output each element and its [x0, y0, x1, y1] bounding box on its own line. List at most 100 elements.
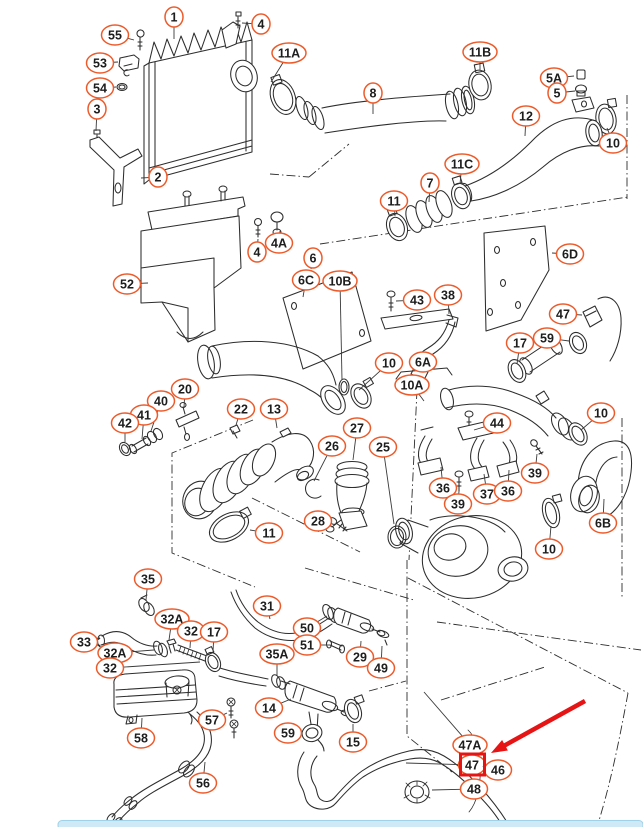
- callout-bubble[interactable]: [547, 82, 567, 104]
- callout-40[interactable]: 40: [146, 390, 176, 432]
- callout-35A[interactable]: 35A: [259, 643, 295, 675]
- highlight-box-47[interactable]: [459, 752, 486, 777]
- callout-bubble[interactable]: [164, 6, 184, 28]
- callout-bubble[interactable]: [85, 77, 115, 99]
- callout-11C[interactable]: 11C: [444, 153, 480, 185]
- callout-bubble[interactable]: [408, 351, 438, 373]
- callout-1[interactable]: 1: [164, 6, 184, 39]
- callout-59[interactable]: 59: [273, 722, 303, 744]
- callout-bubble[interactable]: [110, 412, 140, 434]
- callout-bubble[interactable]: [342, 417, 372, 439]
- callout-31[interactable]: 31: [252, 595, 282, 620]
- callout-27[interactable]: 27: [342, 417, 372, 461]
- callout-15[interactable]: 15: [338, 724, 368, 753]
- callout-bubble[interactable]: [146, 390, 176, 412]
- callout-bubble[interactable]: [112, 273, 142, 295]
- callout-bubble[interactable]: [291, 269, 321, 291]
- callout-49[interactable]: 49: [366, 645, 396, 679]
- callout-bubble[interactable]: [252, 595, 282, 617]
- callout-3[interactable]: 3: [87, 98, 107, 132]
- callout-bubble[interactable]: [598, 132, 628, 154]
- callout-bubble[interactable]: [259, 398, 289, 420]
- callout-5A[interactable]: 5A: [539, 67, 575, 89]
- callout-44[interactable]: 44: [473, 412, 512, 434]
- callout-bubble[interactable]: [555, 243, 585, 265]
- callout-28[interactable]: 28: [303, 510, 333, 532]
- callout-bubble[interactable]: [87, 98, 107, 120]
- callout-bubble[interactable]: [69, 631, 99, 653]
- callout-47[interactable]: 47: [548, 303, 583, 325]
- callout-26[interactable]: 26: [313, 435, 347, 482]
- callout-bubble[interactable]: [511, 105, 541, 127]
- callout-bubble[interactable]: [588, 512, 618, 534]
- callout-bubble[interactable]: [247, 241, 267, 263]
- callout-55[interactable]: 55: [100, 24, 135, 46]
- callout-25[interactable]: 25: [368, 436, 398, 525]
- callout-bubble[interactable]: [273, 722, 303, 744]
- callout-36[interactable]: 36: [493, 469, 523, 502]
- callout-12[interactable]: 12: [511, 105, 541, 137]
- callout-17[interactable]: 17: [505, 332, 535, 365]
- callout-bubble[interactable]: [420, 172, 440, 194]
- callout-bubble[interactable]: [303, 510, 333, 532]
- callout-bubble[interactable]: [264, 232, 294, 254]
- callout-6A[interactable]: 6A: [408, 351, 438, 373]
- callout-bubble[interactable]: [366, 657, 396, 679]
- callout-bubble[interactable]: [338, 731, 368, 753]
- callout-bubble[interactable]: [482, 412, 512, 434]
- callout-bubble[interactable]: [443, 493, 473, 515]
- callout-29[interactable]: 29: [345, 640, 375, 668]
- callout-11[interactable]: 11: [379, 190, 409, 217]
- callout-4[interactable]: 4: [241, 13, 271, 35]
- callout-53[interactable]: 53: [85, 52, 119, 74]
- callout-22[interactable]: 22: [226, 398, 256, 426]
- callout-47[interactable]: 47: [405, 754, 487, 776]
- callout-46[interactable]: 46: [482, 759, 513, 781]
- callout-bubble[interactable]: [444, 153, 480, 175]
- callout-11B[interactable]: 11B: [462, 41, 498, 70]
- callout-6D[interactable]: 6D: [551, 243, 585, 265]
- callout-bubble[interactable]: [462, 41, 498, 63]
- callout-bubble[interactable]: [402, 289, 432, 311]
- callout-bubble[interactable]: [303, 247, 323, 269]
- callout-bubble[interactable]: [548, 303, 578, 325]
- callout-13[interactable]: 13: [259, 398, 289, 429]
- callout-bubble[interactable]: [433, 284, 463, 306]
- callout-48[interactable]: 48: [431, 778, 489, 800]
- callout-50[interactable]: 50: [292, 615, 328, 639]
- callout-bubble[interactable]: [586, 402, 616, 424]
- callout-bubble[interactable]: [534, 538, 564, 560]
- callout-51[interactable]: 51: [292, 634, 331, 656]
- callout-bubble[interactable]: [379, 190, 409, 212]
- callout-58[interactable]: 58: [126, 717, 156, 749]
- callout-43[interactable]: 43: [395, 289, 432, 311]
- callout-47A[interactable]: 47A: [423, 691, 488, 756]
- callout-bubble[interactable]: [251, 13, 271, 35]
- callout-6B[interactable]: 6B: [588, 498, 618, 534]
- callout-bubble[interactable]: [459, 778, 489, 800]
- callout-10[interactable]: 10: [580, 402, 616, 431]
- callout-bubble[interactable]: [505, 332, 535, 354]
- callout-57[interactable]: 57: [197, 709, 228, 731]
- callout-bubble[interactable]: [100, 24, 130, 46]
- callout-bubble[interactable]: [254, 697, 284, 719]
- callout-39[interactable]: 39: [520, 453, 550, 484]
- callout-32[interactable]: 32: [95, 657, 201, 679]
- callout-bubble[interactable]: [317, 435, 347, 457]
- callout-bubble[interactable]: [254, 522, 284, 544]
- callout-8[interactable]: 8: [363, 82, 383, 114]
- callout-42[interactable]: 42: [110, 412, 140, 442]
- callout-10A[interactable]: 10A: [394, 374, 430, 402]
- callout-14[interactable]: 14: [254, 697, 292, 719]
- callout-bubble[interactable]: [259, 643, 295, 665]
- callout-59[interactable]: 59: [532, 327, 570, 349]
- callout-bubble[interactable]: [226, 398, 256, 420]
- callout-bubble[interactable]: [170, 378, 200, 400]
- callout-11A[interactable]: 11A: [270, 42, 307, 83]
- callout-17[interactable]: 17: [199, 621, 229, 653]
- callout-39[interactable]: 39: [443, 490, 473, 515]
- callout-10[interactable]: 10: [358, 352, 404, 391]
- callout-36[interactable]: 36: [428, 466, 458, 499]
- callout-bubble[interactable]: [271, 42, 307, 64]
- callout-10B[interactable]: 10B: [322, 270, 358, 381]
